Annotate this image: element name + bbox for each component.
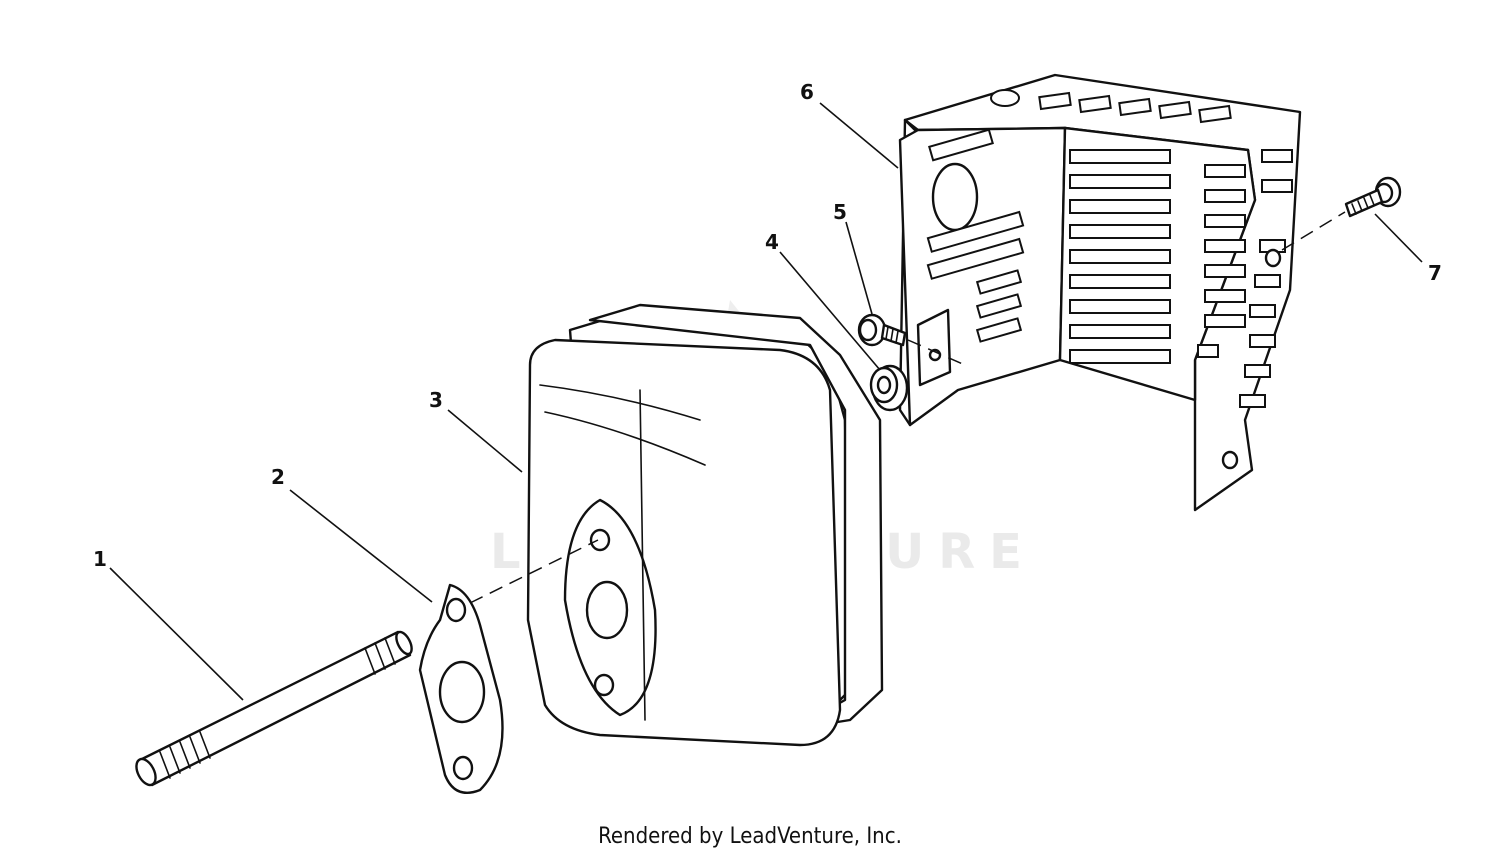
part-4-washer[interactable] <box>869 364 909 412</box>
stud-threads <box>159 637 396 779</box>
part-5-screw[interactable] <box>857 313 907 347</box>
part-2-gasket[interactable] <box>418 583 504 795</box>
footer-credit: Rendered by LeadVenture, Inc. <box>598 824 902 849</box>
alignment-line-stud <box>469 539 599 604</box>
callout-1: 1 <box>93 547 107 571</box>
alignment-line-screw-5 <box>907 339 966 366</box>
leader-line-6 <box>819 102 899 169</box>
leader-line-7 <box>1374 213 1423 263</box>
alignment-line-screw-7 <box>1281 211 1346 251</box>
leader-line-1 <box>109 567 244 701</box>
shield-top-slots <box>990 89 1232 124</box>
part-1-stud[interactable] <box>133 630 415 789</box>
shield-front-slots <box>1069 149 1171 364</box>
leader-line-4 <box>779 251 881 371</box>
callout-6: 6 <box>800 80 814 104</box>
part-6-heat-shield[interactable] <box>898 73 1302 512</box>
leader-line-2 <box>289 489 433 603</box>
callout-4: 4 <box>765 230 779 254</box>
callout-3: 3 <box>429 388 443 412</box>
callout-2: 2 <box>271 465 285 489</box>
callout-7: 7 <box>1428 261 1442 285</box>
part-3-muffler[interactable] <box>526 303 884 747</box>
part-7-screw[interactable] <box>1344 176 1402 218</box>
shield-side-slots <box>1197 149 1293 408</box>
leader-line-3 <box>447 409 523 473</box>
leader-line-5 <box>845 221 873 315</box>
callout-5: 5 <box>833 200 847 224</box>
